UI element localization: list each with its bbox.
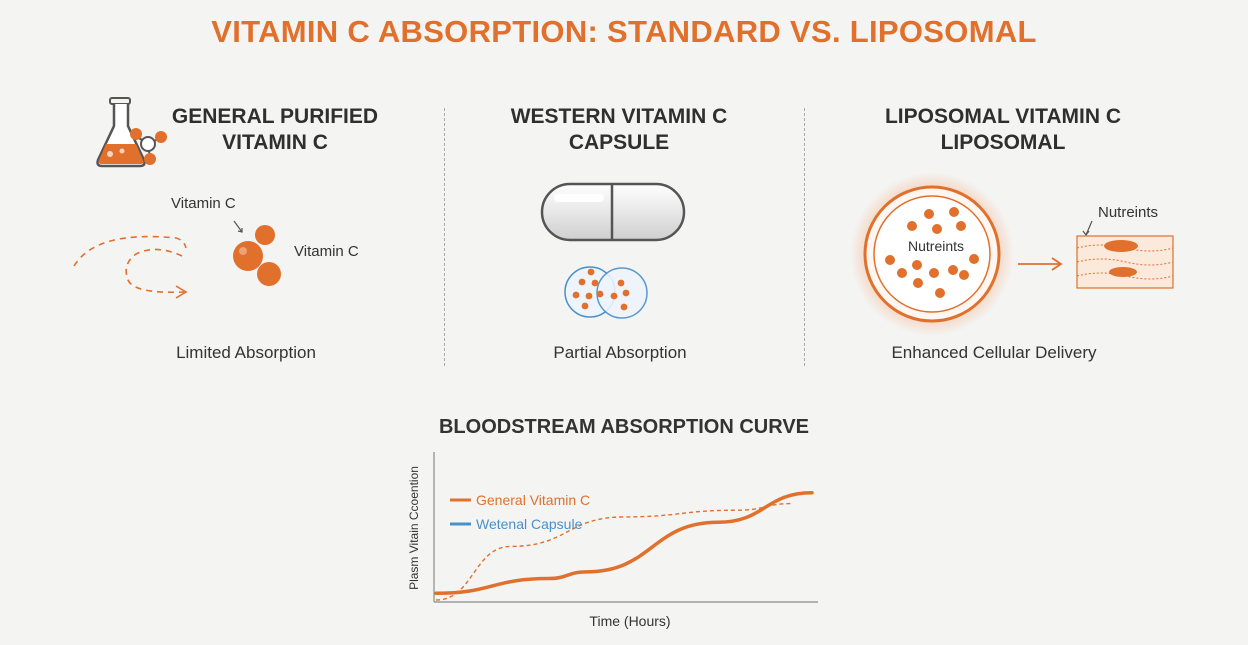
right-arrow-icon (1018, 257, 1063, 271)
enhanced-delivery-caption: Enhanced Cellular Delivery (891, 343, 1097, 362)
vitamin-c-label: Vitamin C (171, 195, 236, 212)
legend-label: General Vitamin C (476, 492, 590, 508)
capsule-icon (540, 182, 686, 242)
flask-icon (96, 97, 167, 168)
heading-line: CAPSULE (568, 131, 670, 154)
column-divider (444, 108, 445, 366)
liposome-icon (850, 172, 1014, 336)
heading-line: LIPOSOMAL (940, 131, 1066, 154)
liposome-nutrients-label: Nutreints (908, 238, 965, 254)
cell-tissue-icon (1076, 220, 1174, 289)
x-axis-label: Time (Hours) (589, 613, 670, 629)
heading-line: WESTERN VITAMIN C (510, 105, 728, 128)
dissolving-particles-icon (564, 266, 648, 319)
series-line-1 (434, 491, 814, 596)
liposomal-heading: LIPOSOMAL VITAMIN C LIPOSOMAL (860, 104, 1146, 156)
column-divider (804, 108, 805, 366)
dashed-flow-arrows-icon (73, 235, 188, 299)
heading-line: GENERAL PURIFIED (171, 105, 379, 128)
chart-title: BLOODSTREAM ABSORPTION CURVE (438, 416, 810, 438)
legend-label: Wetenal Capsule (476, 516, 583, 532)
general-purified-heading: GENERAL PURIFIED VITAMIN C (160, 104, 390, 156)
vitamin-c-label: Vitamin C (294, 243, 359, 260)
heading-line: LIPOSOMAL VITAMIN C (884, 105, 1122, 128)
western-capsule-heading: WESTERN VITAMIN C CAPSULE (488, 104, 750, 156)
cell-nutrients-label: Nutreints (1098, 204, 1159, 221)
page-title: VITAMIN C ABSORPTION: STANDARD VS. LIPOS… (211, 14, 1037, 49)
heading-line: VITAMIN C (222, 131, 328, 154)
legend: General Vitamin C Wetenal Capsule (450, 492, 590, 532)
vitamin-c-molecule-icon (233, 220, 281, 286)
series-line-2 (435, 502, 794, 601)
partial-absorption-caption: Partial Absorption (553, 343, 687, 362)
limited-absorption-caption: Limited Absorption (176, 343, 316, 362)
y-axis-label: Plasm Vitain Ccoention (407, 466, 421, 590)
